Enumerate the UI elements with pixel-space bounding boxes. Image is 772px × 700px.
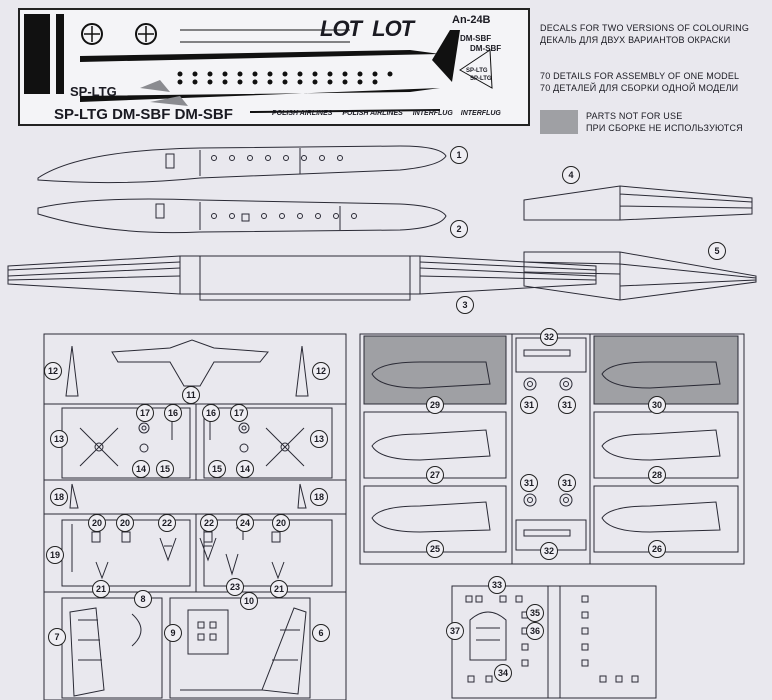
decal-reg-small-3: SP-LTG xyxy=(466,68,488,74)
decal-airline-4: INTERFLUG xyxy=(460,110,501,117)
callout-13a: 13 xyxy=(50,430,68,448)
callout-16a: 16 xyxy=(164,404,182,422)
decal-reg-large-4: DM-SBF xyxy=(174,106,233,123)
callout-23: 23 xyxy=(226,578,244,596)
callout-18b: 18 xyxy=(310,488,328,506)
decal-reg-small-2: DM-SBF xyxy=(470,44,502,53)
decal-airline-1: POLISH AIRLINES xyxy=(272,110,333,117)
callout-33: 33 xyxy=(488,576,506,594)
callout-22a: 22 xyxy=(158,514,176,532)
fin-7 xyxy=(69,607,105,697)
callout-16b: 16 xyxy=(202,404,220,422)
callout-31a: 31 xyxy=(520,396,538,414)
callout-17a: 17 xyxy=(136,404,154,422)
stabilizer-4 xyxy=(523,185,753,221)
callout-32a: 32 xyxy=(540,328,558,346)
callout-14a: 14 xyxy=(132,460,150,478)
callout-21a: 21 xyxy=(92,580,110,598)
main-wing xyxy=(7,255,597,295)
legend-decals: DECALS FOR TWO VERSIONS OF COLOURING ДЕК… xyxy=(540,22,749,46)
fuselage-half-1 xyxy=(37,145,447,184)
callout-20b: 20 xyxy=(116,514,134,532)
callout-12a: 12 xyxy=(44,362,62,380)
callout-37: 37 xyxy=(446,622,464,640)
decal-reg-large-row: SP-LTG DM-SBF DM-SBF xyxy=(54,106,233,123)
decal-reg-large-1: SP-LTG xyxy=(70,84,117,99)
callout-11: 11 xyxy=(182,386,200,404)
callout-28: 28 xyxy=(648,466,666,484)
callout-30: 30 xyxy=(648,396,666,414)
callout-26: 26 xyxy=(648,540,666,558)
decal-aircraft-type: An-24B xyxy=(452,14,491,26)
callout-25: 25 xyxy=(426,540,444,558)
decal-logo-lot: LOT LOT xyxy=(320,16,414,42)
logo-lot-1: LOT xyxy=(320,16,362,41)
callout-31b: 31 xyxy=(558,396,576,414)
legend-decals-en: DECALS FOR TWO VERSIONS OF COLOURING xyxy=(540,23,750,33)
clear-sprue xyxy=(451,585,657,699)
legend-details-ru: 70 ДЕТАЛЕЙ ДЛЯ СБОРКИ ОДНОЙ МОДЕЛИ xyxy=(540,83,739,93)
legend-not-use-ru: ПРИ СБОРКЕ НЕ ИСПОЛЬЗУЮТСЯ xyxy=(586,123,743,133)
callout-29: 29 xyxy=(426,396,444,414)
decal-reg-small-4: SP-LTG xyxy=(470,76,492,82)
clear-windows xyxy=(465,595,639,683)
decal-sheet: LOT LOT An-24B DM-SBF DM-SBF SP-LTG SP-L… xyxy=(18,8,530,126)
decal-reg-small-1: DM-SBF xyxy=(460,34,492,43)
decal-airline-2: POLISH AIRLINES xyxy=(342,110,403,117)
callout-34: 34 xyxy=(494,664,512,682)
callout-5: 5 xyxy=(708,242,726,260)
callout-7: 7 xyxy=(48,628,66,646)
decal-airline-row: POLISH AIRLINES POLISH AIRLINES INTERFLU… xyxy=(272,110,501,117)
legend-details-en: 70 DETAILS FOR ASSEMBLY OF ONE MODEL xyxy=(540,71,740,81)
callout-27: 27 xyxy=(426,466,444,484)
decal-artwork xyxy=(24,14,493,113)
decal-airline-3: INTERFLUG xyxy=(412,110,453,117)
callout-18a: 18 xyxy=(50,488,68,506)
callout-4: 4 xyxy=(562,166,580,184)
callout-15b: 15 xyxy=(208,460,226,478)
callout-14b: 14 xyxy=(236,460,254,478)
callout-31d: 31 xyxy=(558,474,576,492)
propeller-right xyxy=(265,427,305,467)
callout-8: 8 xyxy=(134,590,152,608)
logo-lot-2: LOT xyxy=(372,16,414,41)
fin-6 xyxy=(261,607,307,695)
callout-2: 2 xyxy=(450,220,468,238)
fuselage-half-2 xyxy=(37,198,447,234)
legend-decals-ru: ДЕКАЛЬ ДЛЯ ДВУХ ВАРИАНТОВ ОКРАСКИ xyxy=(540,35,731,45)
callout-12b: 12 xyxy=(312,362,330,380)
callout-31c: 31 xyxy=(520,474,538,492)
not-for-use-swatch xyxy=(540,110,578,134)
callout-6: 6 xyxy=(312,624,330,642)
legend-not-use: PARTS NOT FOR USE ПРИ СБОРКЕ НЕ ИСПОЛЬЗУ… xyxy=(586,110,743,134)
decal-reg-large-2: SP-LTG xyxy=(54,106,108,123)
callout-22b: 22 xyxy=(200,514,218,532)
callout-3: 3 xyxy=(456,296,474,314)
callout-19: 19 xyxy=(46,546,64,564)
callout-20c: 20 xyxy=(272,514,290,532)
fuselage-2-windows xyxy=(155,202,357,230)
legend-not-use-en: PARTS NOT FOR USE xyxy=(586,111,683,121)
callout-24: 24 xyxy=(236,514,254,532)
callout-17b: 17 xyxy=(230,404,248,422)
sprue-right xyxy=(359,333,745,565)
propeller-left xyxy=(79,427,119,467)
callout-32b: 32 xyxy=(540,542,558,560)
callout-1: 1 xyxy=(450,146,468,164)
stabilizer-5 xyxy=(523,251,757,301)
fuselage-1-windows xyxy=(165,148,343,176)
legend-details: 70 DETAILS FOR ASSEMBLY OF ONE MODEL 70 … xyxy=(540,70,739,94)
callout-20a: 20 xyxy=(88,514,106,532)
callout-13b: 13 xyxy=(310,430,328,448)
callout-10: 10 xyxy=(240,592,258,610)
tail-plane-11 xyxy=(111,339,269,387)
callout-15a: 15 xyxy=(156,460,174,478)
callout-21b: 21 xyxy=(270,580,288,598)
callout-36: 36 xyxy=(526,622,544,640)
decal-reg-large-3: DM-SBF xyxy=(112,106,171,123)
callout-35: 35 xyxy=(526,604,544,622)
callout-9: 9 xyxy=(164,624,182,642)
